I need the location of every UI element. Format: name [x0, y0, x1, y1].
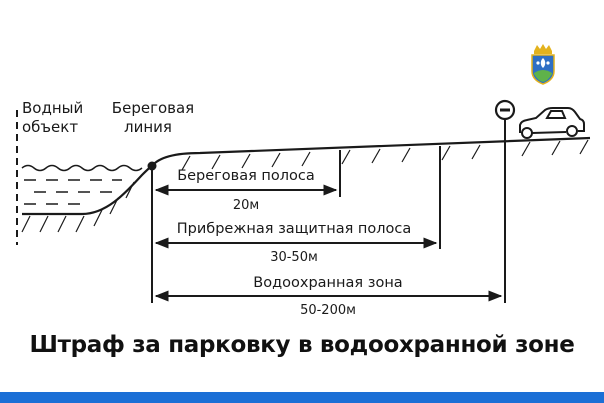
page-title: Штраф за парковку в водоохранной зоне: [29, 332, 575, 358]
shore-strip-label: Береговая полоса: [177, 168, 315, 184]
water-body-label-line1: Водный: [22, 99, 83, 117]
shore-strip-size: 20м: [233, 198, 259, 213]
water-zone-size: 50-200м: [300, 303, 356, 318]
city-coat-of-arms-icon: [531, 44, 555, 85]
water-body-label-line2: объект: [22, 118, 78, 136]
water-zone-label: Водоохранная зона: [253, 275, 402, 291]
footer-accent-bar: [0, 392, 604, 403]
protective-strip-size: 30-50м: [270, 250, 318, 265]
protective-strip-label: Прибрежная защитная полоса: [177, 221, 412, 237]
shore-line-label-line1: Береговая: [112, 99, 194, 117]
no-entry-sign-icon: [494, 99, 516, 121]
water-surface: [21, 164, 143, 205]
riverbed-profile: [22, 136, 591, 216]
shore-line-label-line2: линия: [124, 118, 172, 136]
water-protection-zone-diagram: Водный объект Береговая линия Береговая …: [16, 99, 591, 318]
car-icon: [519, 107, 585, 139]
zone-boundaries: [151, 118, 506, 303]
ground-hatching: [21, 139, 589, 233]
